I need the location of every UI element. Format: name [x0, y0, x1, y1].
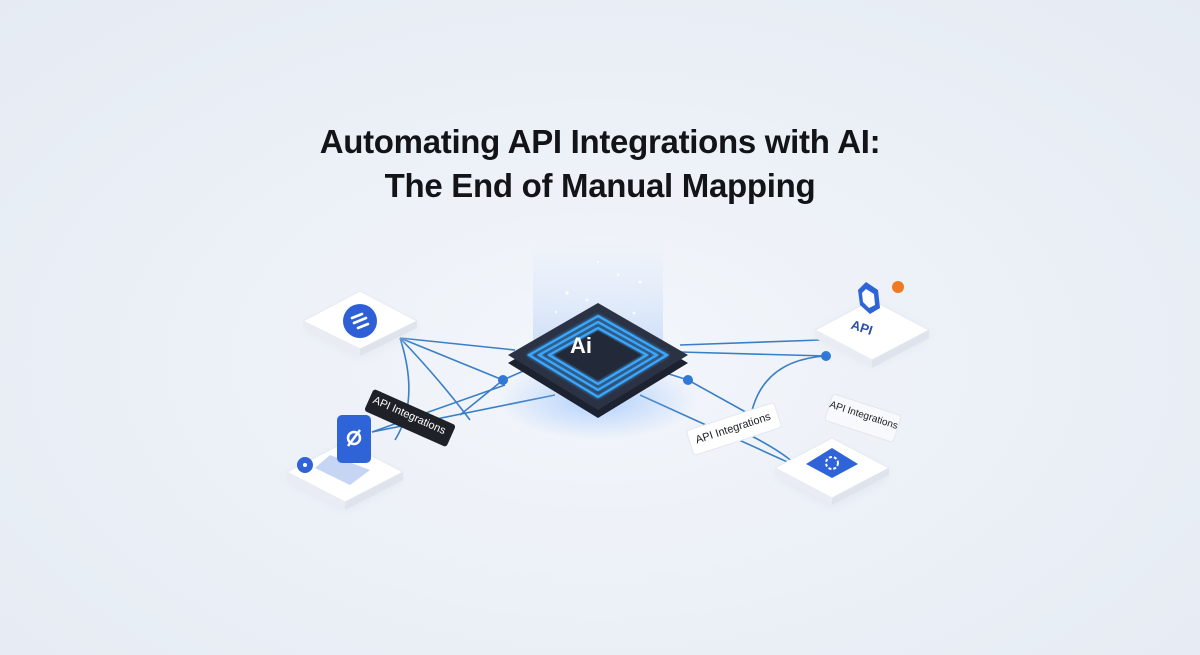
node-right-top[interactable] [813, 281, 931, 368]
title-line-1: Automating API Integrations with AI: [319, 123, 881, 160]
ai-hub[interactable] [508, 303, 688, 418]
tag-right-far [824, 393, 902, 443]
title-line-2: The End of Manual Mapping [384, 167, 816, 204]
node-right-bottom[interactable] [773, 437, 891, 505]
tag-right-mid [686, 402, 782, 456]
gear-icon [806, 448, 858, 478]
ai-chip-icon [526, 314, 670, 399]
node-left-bottom[interactable] [285, 415, 405, 510]
page-title: Automating API Integrations with AI: The… [0, 120, 1200, 208]
sparkles [554, 261, 642, 315]
connection-dots [498, 351, 831, 385]
api-logo-icon [858, 281, 904, 314]
node-left-top[interactable] [301, 290, 419, 358]
hub-label: Ai [570, 333, 592, 358]
tag-left [364, 389, 456, 447]
